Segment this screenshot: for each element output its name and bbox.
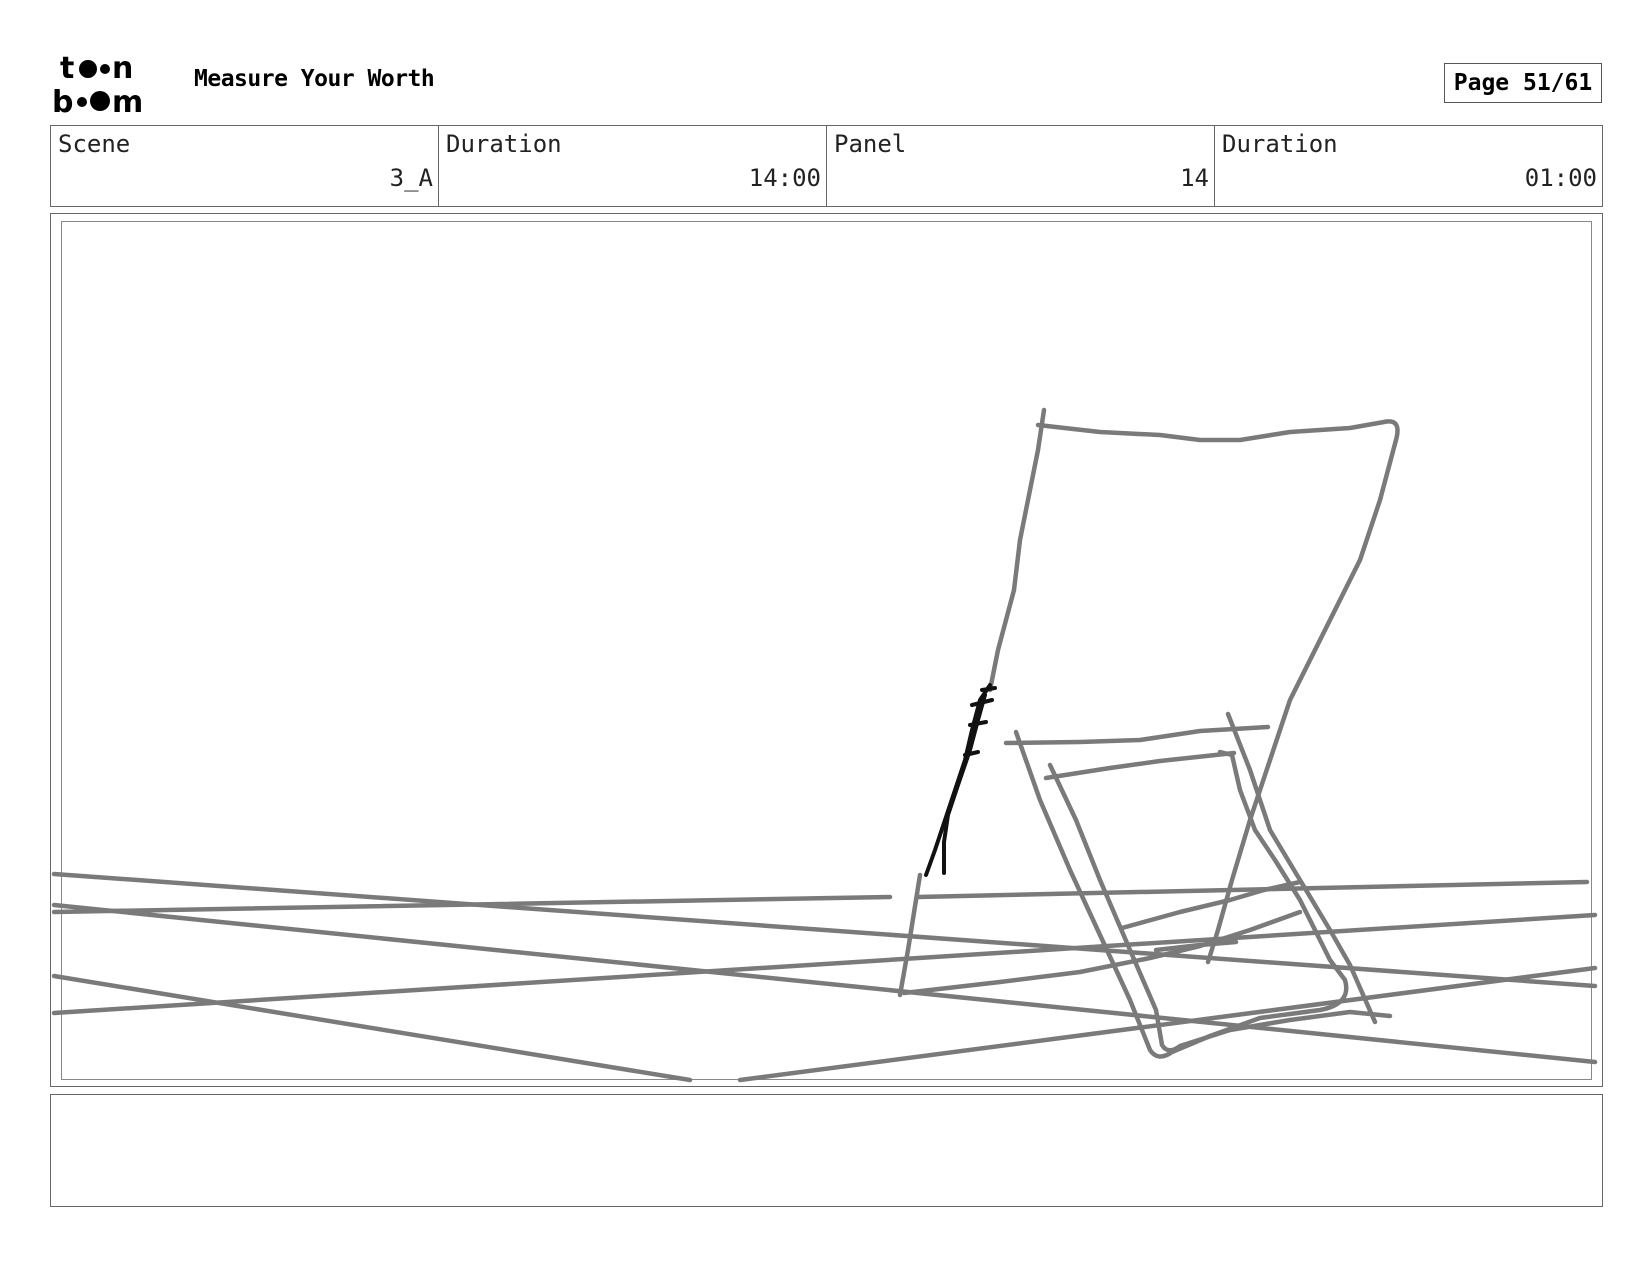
chair-leg bbox=[897, 872, 923, 998]
project-title: Measure Your Worth bbox=[194, 66, 435, 92]
floor-line bbox=[737, 965, 1598, 1083]
scene-duration-label: Duration bbox=[446, 130, 562, 158]
page-number-badge: Page 51/61 bbox=[1444, 63, 1602, 103]
panel-cell: Panel 14 bbox=[827, 126, 1215, 206]
chair-seat bbox=[1003, 724, 1271, 746]
scene-duration-value: 14:00 bbox=[748, 164, 821, 192]
svg-text:n: n bbox=[112, 52, 133, 86]
chair-back bbox=[987, 407, 1047, 693]
chair-back bbox=[1035, 419, 1400, 965]
storyboard-panel-image-area bbox=[61, 221, 1592, 1080]
ink-stroke bbox=[963, 686, 997, 757]
chair-seat bbox=[1043, 750, 1237, 781]
panel-notes-box bbox=[50, 1094, 1603, 1207]
svg-text:t: t bbox=[60, 52, 74, 86]
floor-line bbox=[915, 879, 1590, 900]
ink-stroke bbox=[942, 693, 987, 875]
toon-boom-logo-icon: t n b m bbox=[52, 52, 143, 116]
chair-frame bbox=[1047, 762, 1393, 1053]
storyboard-panel-frame bbox=[50, 213, 1603, 1087]
panel-value: 14 bbox=[1180, 164, 1209, 192]
chair-frame bbox=[1153, 939, 1239, 953]
panel-duration-value: 01:00 bbox=[1524, 164, 1597, 192]
chair-frame bbox=[1013, 729, 1349, 1059]
floor-line bbox=[51, 973, 693, 1083]
floor-line bbox=[51, 894, 893, 915]
page-number-label: Page 51/61 bbox=[1453, 70, 1593, 96]
scene-duration-cell: Duration 14:00 bbox=[439, 126, 827, 206]
svg-text:b: b bbox=[52, 85, 73, 116]
scene-info-row: Scene 3_A Duration 14:00 Panel 14 Durati… bbox=[50, 125, 1603, 207]
chair-frame bbox=[901, 909, 1303, 996]
scene-cell: Scene 3_A bbox=[51, 126, 439, 206]
chair-frame bbox=[1119, 879, 1303, 931]
panel-duration-label: Duration bbox=[1222, 130, 1338, 158]
floor-line bbox=[51, 902, 1598, 1065]
chair-frame bbox=[1225, 711, 1378, 1025]
panel-duration-cell: Duration 01:00 bbox=[1215, 126, 1602, 206]
panel-label: Panel bbox=[834, 130, 907, 158]
scene-label: Scene bbox=[58, 130, 131, 158]
floor-line bbox=[51, 912, 1598, 1016]
scene-value: 3_A bbox=[389, 164, 433, 192]
svg-text:m: m bbox=[112, 85, 143, 116]
